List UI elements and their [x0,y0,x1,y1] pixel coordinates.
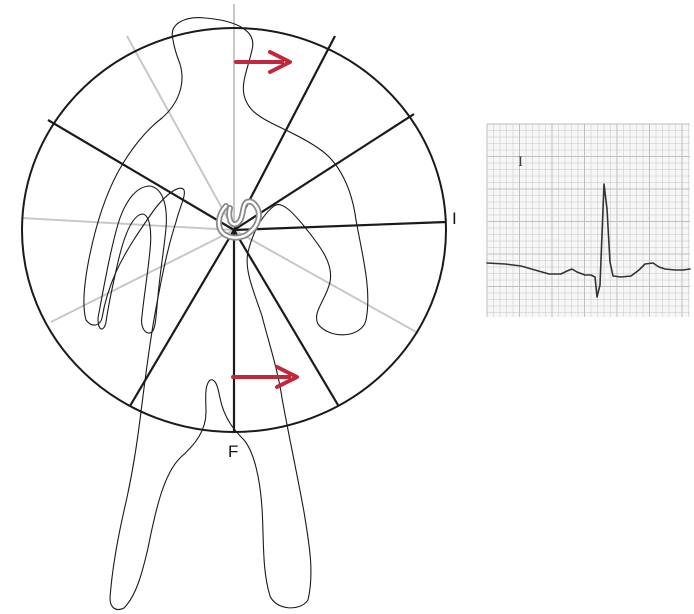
heart-icon [216,198,262,241]
lead-f-label: F [228,442,238,461]
axis-upper-right-b [233,113,415,231]
right-arrow-icon [234,50,292,74]
faint-axis-180deg [21,217,235,231]
body-head-torso-outline [83,17,369,611]
ecg-lead-label: I [518,154,523,170]
ecg-grid-background [487,124,690,317]
ecg-grid [486,123,690,317]
highlighted-axis-lines [47,35,447,432]
lead-i-label: I [452,209,457,228]
right-arrow-icon [231,365,299,389]
ecg-strip: I [486,123,691,317]
body-outline [83,17,369,611]
faint-axis-lines [21,4,447,334]
axis-lower-right [233,229,339,406]
left-arm-loop [97,185,167,334]
faint-axis-upper-left [126,35,235,231]
axis-upper-right-a [233,35,336,231]
faint-axis-lower-left [50,229,235,323]
axis-upper-left [47,119,235,231]
axis-horizontal-right [233,220,447,232]
ecg-trace [486,183,691,298]
axis-lower-left [129,229,235,407]
faint-axis-lower-right [233,229,419,334]
